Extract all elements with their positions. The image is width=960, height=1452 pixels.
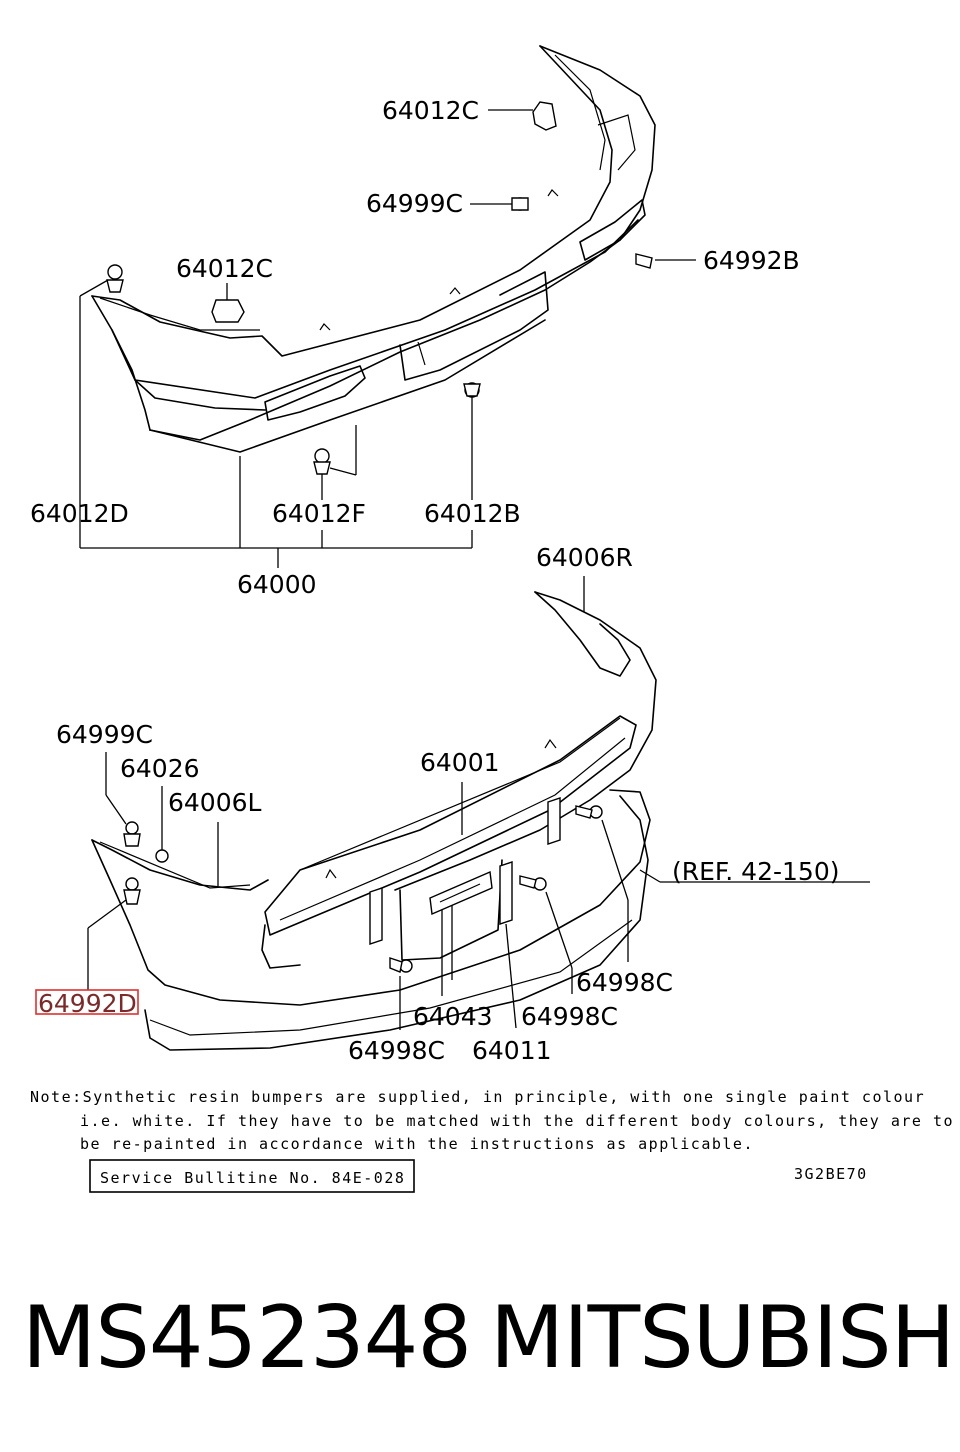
brand-name: MITSUBISHI — [490, 1288, 960, 1388]
callout-ref-42-150: (REF. 42-150) — [672, 857, 839, 886]
callout-64011: 64011 — [472, 1036, 552, 1065]
note-line-1: Note:Synthetic resin bumpers are supplie… — [30, 1088, 925, 1106]
callout-64992b: 64992B — [703, 246, 800, 275]
callout-64999c-top: 64999C — [366, 189, 463, 218]
callout-64012d: 64012D — [30, 499, 129, 528]
rear-bumper-exploded-drawing — [91, 591, 657, 1051]
callout-64043: 64043 — [413, 1002, 493, 1031]
callout-64998c-mid: 64998C — [521, 1002, 618, 1031]
part-number: MS452348 — [22, 1288, 472, 1388]
callout-64000: 64000 — [237, 570, 317, 599]
bulletin-box — [89, 1159, 415, 1193]
callout-64006r: 64006R — [536, 543, 633, 572]
callout-64012c-mid: 64012C — [176, 254, 273, 283]
callout-labels: 64012C 64999C 64992B 64012C 64012D 64012… — [30, 96, 839, 1065]
highlight-box — [35, 989, 139, 1015]
diagram-code: 3G2BE70 — [794, 1165, 868, 1183]
service-bulletin: Service Bullitine No. 84E-028 — [100, 1169, 405, 1187]
parts-diagram: 64012C 64999C 64992B 64012C 64012D 64012… — [30, 45, 954, 1193]
lower-leader-lines — [87, 576, 870, 1030]
callout-64006l: 64006L — [168, 788, 262, 817]
callout-64998c-right: 64998C — [576, 968, 673, 997]
callout-64012c-top: 64012C — [382, 96, 479, 125]
note-block: Note:Synthetic resin bumpers are supplie… — [30, 1088, 954, 1193]
callout-64001: 64001 — [420, 748, 500, 777]
upper-leader-lines — [79, 109, 696, 568]
callout-64999c-low: 64999C — [56, 720, 153, 749]
callout-64012f: 64012F — [272, 499, 366, 528]
note-line-3: be re-painted in accordance with the ins… — [80, 1135, 754, 1153]
note-line-2: i.e. white. If they have to be matched w… — [80, 1112, 954, 1130]
front-bumper-assembly-drawing — [91, 45, 656, 475]
callout-64998c-left: 64998C — [348, 1036, 445, 1065]
callout-64012b: 64012B — [424, 499, 521, 528]
callout-64026: 64026 — [120, 754, 200, 783]
callout-64992d: 64992D — [38, 989, 137, 1018]
